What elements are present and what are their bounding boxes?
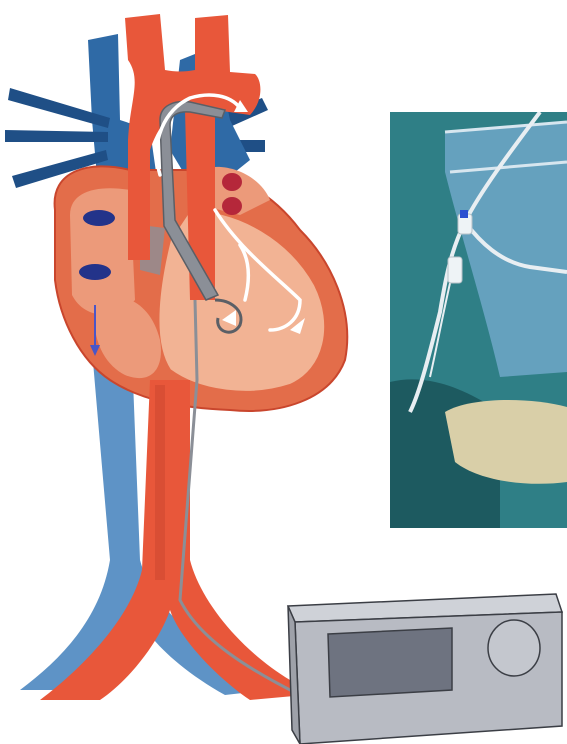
console-knob (488, 620, 540, 676)
pulmonary-vein-left-2 (5, 130, 108, 142)
tricuspid-valve-upper (83, 210, 115, 226)
pulmonary-vein-opening-2 (222, 197, 242, 215)
console-screen (328, 628, 452, 697)
pulmonary-vein-opening-1 (222, 173, 242, 191)
aorta-highlight (155, 385, 165, 580)
surgical-photo-image (390, 112, 567, 528)
connector-blue (460, 210, 468, 218)
right-atrium (70, 188, 135, 314)
surgical-photo (390, 112, 567, 528)
connector-2 (448, 257, 462, 283)
tricuspid-valve-lower (79, 264, 111, 280)
pump-console (288, 594, 562, 744)
